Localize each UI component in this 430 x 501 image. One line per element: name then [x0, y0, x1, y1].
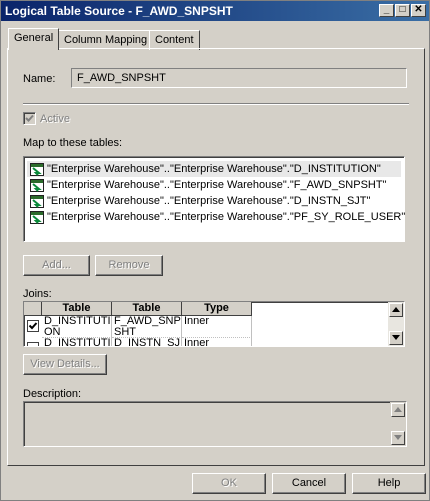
scroll-down-button[interactable] — [389, 331, 403, 345]
arrow-up-icon — [392, 307, 400, 312]
table-name: "Enterprise Warehouse".."Enterprise Ware… — [47, 211, 406, 223]
ok-button[interactable]: OK — [192, 473, 266, 494]
grid-header-type[interactable]: Type — [182, 302, 252, 316]
table-name: "Enterprise Warehouse".."Enterprise Ware… — [47, 179, 387, 191]
tab-content[interactable]: Content — [149, 30, 200, 50]
scroll-up-button[interactable] — [391, 403, 405, 417]
check-icon — [25, 114, 34, 122]
view-details-button-label: View Details... — [30, 358, 100, 370]
table-icon — [30, 162, 44, 176]
grid-corner — [24, 302, 42, 316]
description-scrollbar[interactable] — [390, 402, 406, 446]
check-icon — [28, 322, 38, 330]
list-item[interactable]: "Enterprise Warehouse".."Enterprise Ware… — [27, 193, 405, 209]
minimize-icon: _ — [383, 4, 390, 15]
join-cell-table-2[interactable]: F_AWD_SNP SHT — [112, 316, 182, 338]
join-row-checkbox[interactable] — [27, 320, 39, 332]
grid-header-table-1[interactable]: Table — [42, 302, 112, 316]
close-button[interactable]: ✕ — [411, 4, 426, 17]
arrow-down-icon — [392, 335, 400, 340]
remove-button[interactable]: Remove — [95, 255, 163, 276]
join-row-checkbox[interactable] — [27, 342, 39, 346]
active-label: Active — [40, 113, 70, 125]
join-cell-type[interactable]: Inner — [182, 338, 252, 346]
arrow-down-icon — [394, 435, 402, 440]
join-cell-table-1[interactable]: D_INSTITUTI ON — [42, 316, 112, 338]
join-cell-table-1[interactable]: D_INSTITUTI — [42, 338, 112, 346]
tab-general[interactable]: General — [8, 28, 60, 50]
mapped-tables-list[interactable]: "Enterprise Warehouse".."Enterprise Ware… — [23, 156, 405, 242]
list-item[interactable]: "Enterprise Warehouse".."Enterprise Ware… — [27, 209, 405, 225]
cancel-button-label: Cancel — [291, 477, 327, 489]
maximize-button[interactable]: □ — [395, 4, 410, 17]
close-icon: ✕ — [414, 4, 423, 15]
scroll-up-button[interactable] — [389, 303, 403, 317]
add-button[interactable]: Add... — [23, 255, 90, 276]
name-label: Name: — [23, 73, 56, 85]
tab-content-label: Content — [155, 34, 194, 46]
view-details-button[interactable]: View Details... — [23, 354, 107, 375]
tab-column-mapping-label: Column Mapping — [64, 34, 148, 46]
joins-label: Joins: — [23, 288, 52, 300]
scroll-down-button[interactable] — [391, 431, 405, 445]
table-name: "Enterprise Warehouse".."Enterprise Ware… — [47, 163, 381, 175]
help-button-label: Help — [377, 477, 401, 489]
name-value: F_AWD_SNPSHT — [77, 72, 166, 84]
table-icon — [30, 210, 44, 224]
maximize-icon: □ — [399, 4, 406, 15]
tab-column-mapping[interactable]: Column Mapping — [58, 30, 154, 50]
joins-grid[interactable]: Table Table Type D_INSTITUTI ON F_AWD_SN… — [23, 301, 405, 347]
ok-button-label: OK — [221, 477, 237, 489]
description-field[interactable] — [23, 401, 407, 447]
list-item[interactable]: "Enterprise Warehouse".."Enterprise Ware… — [27, 161, 401, 177]
grid-header-table-2[interactable]: Table — [112, 302, 182, 316]
join-cell-type[interactable]: Inner — [182, 316, 252, 338]
minimize-button[interactable]: _ — [379, 4, 394, 17]
tab-general-label: General — [14, 32, 54, 44]
cancel-button[interactable]: Cancel — [272, 473, 346, 494]
table-icon — [30, 178, 44, 192]
table-icon — [30, 194, 44, 208]
title-bar[interactable]: Logical Table Source - F_AWD_SNPSHT — [1, 1, 429, 21]
remove-button-label: Remove — [108, 259, 150, 271]
joins-scrollbar[interactable] — [388, 302, 404, 346]
window-title: Logical Table Source - F_AWD_SNPSHT — [5, 4, 233, 18]
join-cell-table-2[interactable]: D_INSTN_SJ — [112, 338, 182, 346]
general-panel: Name: F_AWD_SNPSHT Active Map to these t… — [7, 48, 425, 466]
divider — [23, 103, 409, 105]
map-tables-label: Map to these tables: — [23, 137, 123, 149]
active-checkbox[interactable] — [23, 112, 36, 125]
add-button-label: Add... — [42, 259, 71, 271]
arrow-up-icon — [394, 407, 402, 412]
list-item[interactable]: "Enterprise Warehouse".."Enterprise Ware… — [27, 177, 405, 193]
help-button[interactable]: Help — [352, 473, 426, 494]
table-name: "Enterprise Warehouse".."Enterprise Ware… — [47, 195, 371, 207]
name-field[interactable]: F_AWD_SNPSHT — [71, 68, 407, 88]
description-label: Description: — [23, 388, 82, 400]
